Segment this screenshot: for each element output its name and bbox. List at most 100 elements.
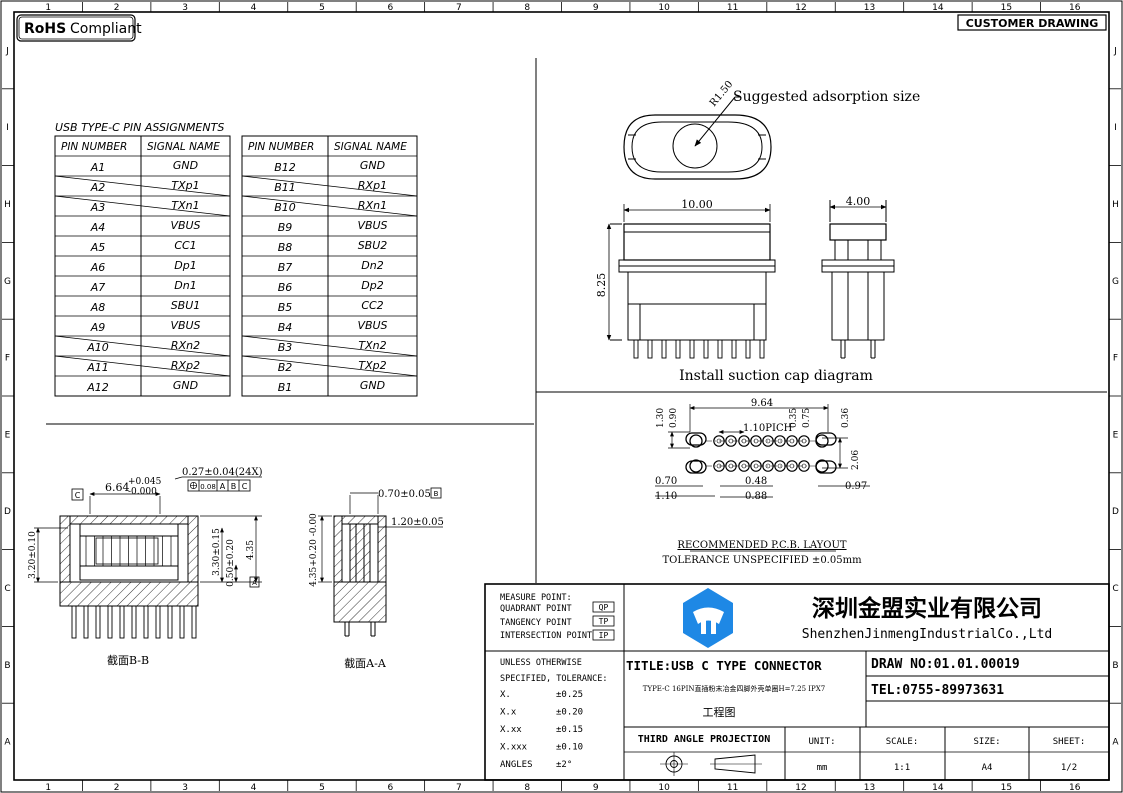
border-column-label: 12	[795, 3, 806, 13]
section-bb-caption: 截面B-B	[107, 653, 149, 667]
border-row-label: J	[1113, 46, 1117, 56]
section-aa-dimensions	[318, 492, 443, 583]
pcb-dim-110: 1.10	[655, 491, 677, 502]
signal-name: RXn2	[171, 339, 200, 352]
unused-pin-strike	[241, 335, 418, 357]
signal-name: CC1	[174, 239, 196, 252]
rohs-badge: RoHS Compliant	[16, 14, 142, 42]
border-column-label: 11	[727, 783, 738, 793]
bb-dim-330: 3.30±0.15	[212, 528, 222, 576]
border-row-label: A	[1112, 738, 1119, 748]
pcb-dim-206: 2.06	[851, 450, 861, 470]
section-pin	[155, 605, 161, 639]
section-pin	[179, 605, 185, 639]
signal-name: Dp1	[174, 259, 196, 272]
border-column-label: 10	[658, 3, 670, 13]
section-dividers	[46, 58, 1107, 583]
sheet-value: 1/2	[1061, 763, 1077, 773]
datum-c-label: C	[75, 491, 81, 500]
border-column-label: 11	[727, 3, 738, 13]
pcb-dim-097: 0.97	[845, 481, 867, 492]
tolerance-key: ANGLES	[500, 760, 533, 770]
drawing-title: TITLE:USB C TYPE CONNECTOR	[626, 658, 822, 673]
border-row-label: B	[4, 661, 10, 671]
border-column-label: 15	[1001, 783, 1012, 793]
suction-cap-top-view	[623, 96, 772, 180]
signal-name: Dn1	[174, 279, 196, 292]
connector-side-view	[821, 200, 895, 359]
pin-table-title: USB TYPE-C PIN ASSIGNMENTS	[55, 121, 224, 134]
border-column-label: 5	[319, 783, 325, 793]
section-pin	[143, 605, 149, 639]
unit-label: UNIT:	[808, 737, 835, 747]
code-qp: QP	[599, 603, 609, 612]
signal-name: VBUS	[170, 219, 200, 232]
signal-name: VBUS	[357, 319, 387, 332]
border-row-label: I	[1114, 123, 1117, 133]
tolerance-value: ±0.25	[556, 690, 583, 700]
connector-pin	[745, 339, 751, 359]
unused-pin-strike	[54, 195, 231, 217]
pin-header-number: PIN NUMBER	[61, 141, 127, 153]
border-column-label: 6	[388, 783, 394, 793]
connector-pin	[703, 339, 709, 359]
pcb-layout-pads	[685, 432, 837, 474]
aa-dim-435: 4.35+0.20 -0.00	[309, 513, 319, 587]
unused-pin-strike	[241, 355, 418, 377]
pin-assignment-table: USB TYPE-C PIN ASSIGNMENTS PIN NUMBER SIG…	[54, 121, 418, 397]
connector-pin	[731, 339, 737, 359]
unused-pin-strike	[241, 195, 418, 217]
pin-number: A11	[86, 361, 109, 374]
install-caption: Install suction cap diagram	[679, 368, 873, 384]
width-dim: 10.00	[681, 198, 713, 211]
tolerance-key: X.	[500, 690, 511, 700]
section-pin	[131, 605, 137, 639]
scale-label: SCALE:	[886, 737, 919, 747]
side-width-dim: 4.00	[846, 195, 871, 208]
section-aa-caption: 截面A-A	[344, 656, 387, 670]
draw-number: DRAW NO:01.01.00019	[871, 657, 1020, 672]
pcb-pitch-dim: 1.10PICH	[743, 423, 793, 434]
pin-number: A3	[90, 201, 106, 214]
section-pin	[83, 605, 89, 639]
signal-name: RXn1	[358, 199, 387, 212]
border-column-label: 13	[864, 3, 875, 13]
title-block	[484, 583, 1110, 781]
tolerance-value: ±0.15	[556, 725, 583, 735]
connector-pin	[633, 339, 639, 359]
connector-pin	[675, 339, 681, 359]
pin-number: A6	[90, 261, 106, 274]
border-column-label: 9	[593, 3, 599, 13]
border-column-label: 4	[251, 3, 257, 13]
pin-number: A10	[86, 341, 109, 354]
border-column-label: 7	[456, 783, 462, 793]
border-column-label: 2	[114, 3, 120, 13]
pin-number: A1	[90, 161, 106, 174]
border-row-label: F	[1113, 354, 1118, 364]
signal-name: CC2	[361, 299, 383, 312]
pin-number: B5	[278, 301, 293, 314]
signal-name: RXp2	[171, 359, 200, 372]
pin-header-signal: SIGNAL NAME	[334, 141, 407, 153]
compliant-label: Compliant	[70, 21, 142, 37]
tolerance-key: X.xx	[500, 725, 522, 735]
tolerance-key: X.x	[500, 708, 517, 718]
unused-pin-strike	[54, 335, 231, 357]
border-row-label: J	[5, 46, 9, 56]
height-dim: 8.25	[595, 273, 608, 298]
tolerance-rows: X.±0.25X.x±0.20X.xx±0.15X.xxx±0.10ANGLES…	[500, 690, 583, 770]
border-column-label: 8	[524, 783, 530, 793]
border-row-label: C	[1112, 584, 1118, 594]
signal-name: TXn1	[171, 199, 199, 212]
measure-point-legend: MEASURE POINT: QUADRANT POINT TANGENCY P…	[500, 593, 615, 641]
pin-number: B10	[274, 201, 296, 214]
border-column-label: 16	[1069, 783, 1081, 793]
border-row-label: E	[1113, 430, 1119, 440]
unused-pin-strike	[54, 175, 231, 197]
scale-value: 1:1	[894, 763, 910, 773]
fcf-datum-a: A	[220, 482, 226, 491]
section-bb-view	[59, 515, 199, 607]
border-column-label: 1	[45, 783, 51, 793]
